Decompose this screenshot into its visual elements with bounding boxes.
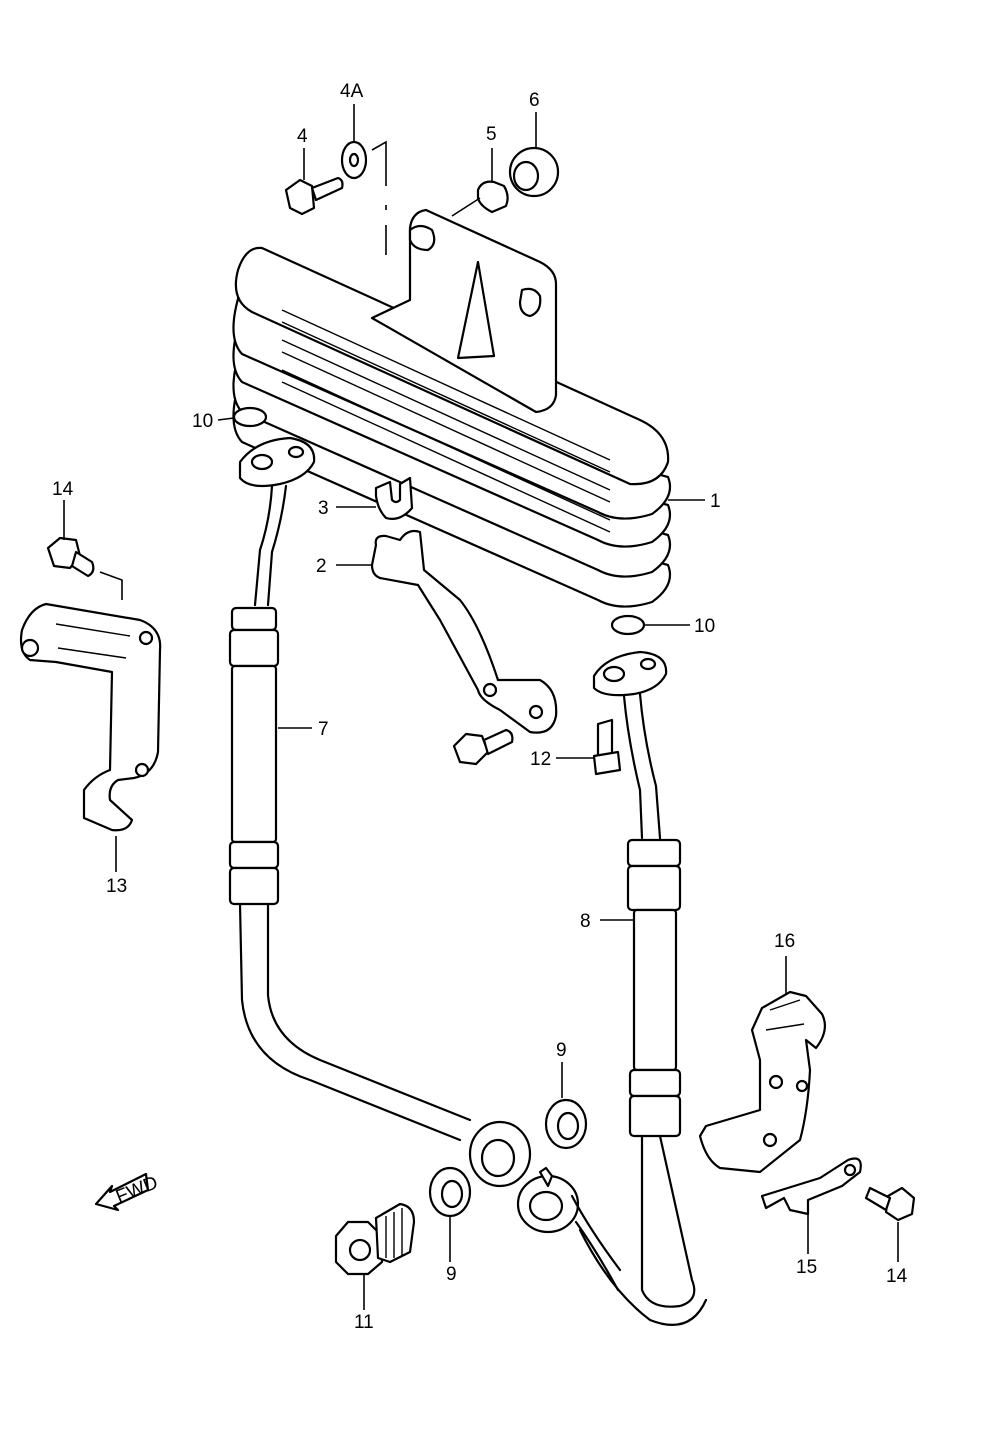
callout-13: 13 (106, 876, 127, 897)
callout-3: 3 (318, 498, 329, 519)
oil-hose-7 (228, 436, 532, 1188)
washer-9-upper (544, 1098, 588, 1150)
bolt-12 (592, 718, 622, 776)
collar-5 (451, 180, 509, 217)
callout-labels: 1 2 3 4 4A 5 6 7 8 9 9 10 10 11 12 13 14… (52, 81, 908, 1333)
callout-12: 12 (530, 749, 551, 770)
callout-4: 4 (297, 126, 308, 147)
grommet-6 (508, 146, 560, 198)
cooler-fins (281, 309, 611, 533)
union-bolt-11 (334, 1202, 416, 1276)
callout-9-upper: 9 (556, 1040, 567, 1061)
callout-15: 15 (796, 1257, 817, 1278)
callout-2: 2 (316, 556, 327, 577)
callout-14-left: 14 (52, 479, 74, 500)
stay-bracket (370, 529, 558, 734)
callout-6: 6 (529, 90, 540, 111)
bolt-14-right (864, 1186, 916, 1222)
callout-9-lower: 9 (446, 1264, 457, 1285)
bolt-4 (284, 176, 344, 216)
bolt-14-left (46, 536, 95, 578)
washer-9-lower (428, 1166, 472, 1218)
fwd-arrow-icon: FWD (94, 1172, 161, 1212)
clamp-bracket-13 (19, 571, 162, 832)
callout-5: 5 (486, 124, 497, 145)
stay-15 (760, 1157, 862, 1216)
oil-hose-8 (516, 650, 708, 1326)
callout-10-upper: 10 (192, 411, 213, 432)
bracket-16 (698, 990, 827, 1174)
leader-lines (63, 104, 899, 1310)
o-ring-lower (610, 614, 646, 636)
callout-11: 11 (354, 1312, 374, 1333)
o-ring-upper (232, 406, 268, 428)
bolt-bracket-2 (452, 728, 514, 766)
callout-16: 16 (774, 931, 795, 952)
hose-clip (374, 476, 414, 520)
callout-1: 1 (710, 491, 721, 512)
callout-14-right: 14 (886, 1266, 908, 1287)
callout-8: 8 (580, 911, 591, 932)
callout-10-lower: 10 (694, 616, 715, 637)
callout-7: 7 (318, 719, 329, 740)
callout-4a: 4A (340, 81, 364, 102)
washer-4a (340, 140, 387, 255)
oil-cooler (232, 208, 672, 608)
